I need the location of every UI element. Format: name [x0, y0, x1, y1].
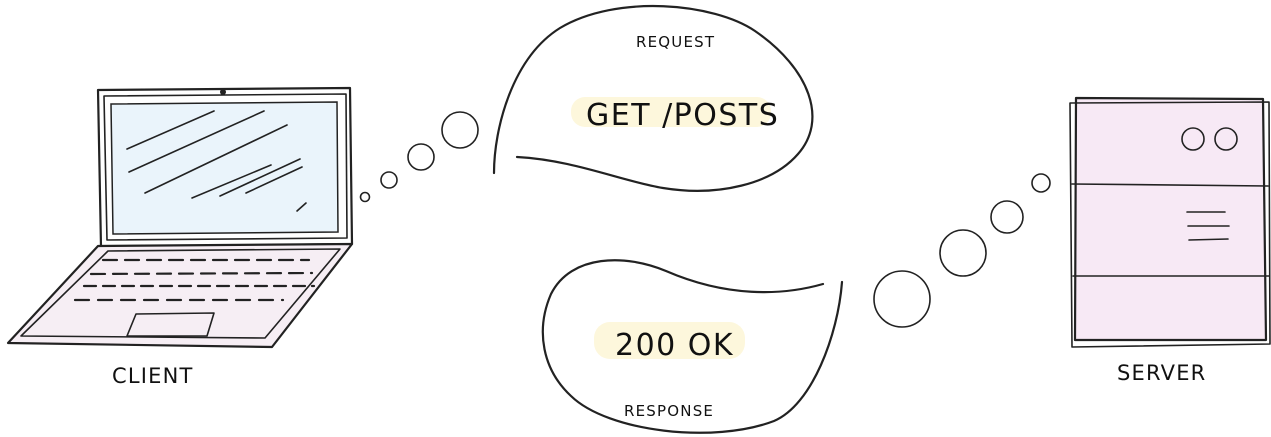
- request-heading: REQUEST: [636, 33, 715, 51]
- client-thought-trail: [361, 112, 479, 202]
- client-thought-circle-1: [361, 193, 370, 202]
- request-text: GET /POSTS: [586, 98, 779, 133]
- server-case-fill: [1075, 98, 1266, 340]
- laptop-camera: [220, 89, 226, 95]
- response-bubble: 200 OK RESPONSE: [543, 260, 842, 433]
- client-label: CLIENT: [112, 364, 194, 388]
- server-thought-circle-1: [1032, 174, 1050, 192]
- client-thought-circle-4: [442, 112, 478, 148]
- client-thought-circle-3: [408, 144, 434, 170]
- server-thought-circle-3: [940, 230, 986, 276]
- client-thought-circle-2: [381, 172, 397, 188]
- server-thought-circle-4: [874, 271, 930, 327]
- response-text: 200 OK: [615, 328, 734, 363]
- server-thought-circle-2: [991, 201, 1023, 233]
- server-vent-3: [1189, 239, 1228, 240]
- laptop-icon: CLIENT: [8, 88, 352, 388]
- laptop-screen-fill: [111, 102, 338, 234]
- request-bubble: REQUEST GET /POSTS: [494, 6, 812, 191]
- key-row-2: [91, 273, 312, 274]
- server-thought-trail: [874, 174, 1050, 327]
- server-label: SERVER: [1117, 361, 1206, 385]
- response-heading: RESPONSE: [624, 402, 714, 420]
- server-icon: SERVER: [1070, 98, 1270, 385]
